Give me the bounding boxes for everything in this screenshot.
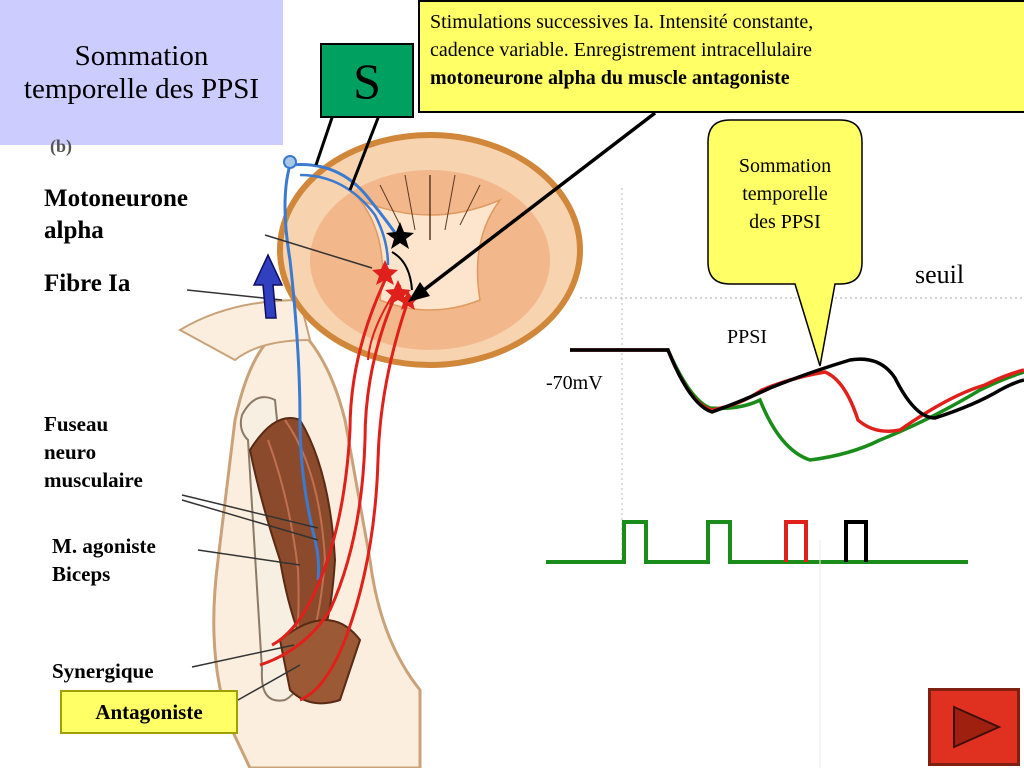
info-line-1: Stimulations successives Ia. Intensité c…	[430, 11, 814, 33]
stimulation-box: S	[320, 43, 414, 118]
label-agoniste-line2: Biceps	[52, 562, 111, 586]
upward-arrow	[252, 253, 284, 319]
label-ppsi: PPSI	[727, 326, 768, 348]
label-fuseau-line1: Fuseau	[44, 412, 109, 436]
label-motoneurone-line1: Motoneurone	[44, 185, 188, 212]
label-motoneurone-line2: alpha	[44, 217, 104, 244]
callout-line-2: temporelle	[742, 183, 828, 205]
callout-line-1: Sommation	[738, 155, 832, 177]
stimulus-red	[784, 520, 808, 562]
motoneurone-red-3	[398, 290, 418, 310]
label-synergique: Synergique	[52, 657, 154, 685]
info-line-3: motoneurone alpha du muscle antagoniste	[430, 64, 1015, 92]
label-resting-potential: -70mV	[546, 372, 603, 394]
label-agoniste: M. agoniste Biceps	[52, 532, 156, 588]
label-fuseau-line3: musculaire	[44, 468, 143, 492]
callout-text: Sommation temporelle des PPSI	[708, 152, 862, 236]
info-line-2: cadence variable. Enregistrement intrace…	[430, 39, 813, 61]
trace-green	[570, 348, 1024, 462]
label-seuil: seuil	[915, 260, 965, 289]
page-title: Sommation temporelle des PPSI	[0, 0, 283, 145]
stimulus-baseline	[546, 520, 968, 564]
label-motoneurone: Motoneurone alpha	[44, 183, 188, 247]
trace-black	[570, 348, 1024, 420]
figure-tag: (b)	[50, 136, 72, 156]
stimulus-black	[844, 520, 868, 562]
motoneurone-red-1	[372, 260, 398, 285]
ia-fibre	[283, 164, 321, 581]
info-line-3-bold: motoneurone alpha du muscle antagoniste	[430, 67, 790, 89]
label-fibre-ia: Fibre Ia	[44, 268, 131, 300]
callout-bubble	[707, 119, 863, 367]
label-antagoniste: Antagoniste	[60, 690, 238, 734]
play-triangle-icon	[953, 705, 1002, 749]
trace-red	[570, 348, 1024, 433]
label-fuseau-line2: neuro	[44, 440, 97, 464]
callout-line-3: des PPSI	[749, 211, 821, 233]
info-box: Stimulations successives Ia. Intensité c…	[418, 0, 1024, 113]
motoneurone-black	[386, 222, 414, 249]
label-fuseau: Fuseau neuro musculaire	[44, 410, 143, 494]
label-agoniste-line1: M. agoniste	[52, 534, 156, 558]
next-slide-button[interactable]	[928, 688, 1020, 766]
